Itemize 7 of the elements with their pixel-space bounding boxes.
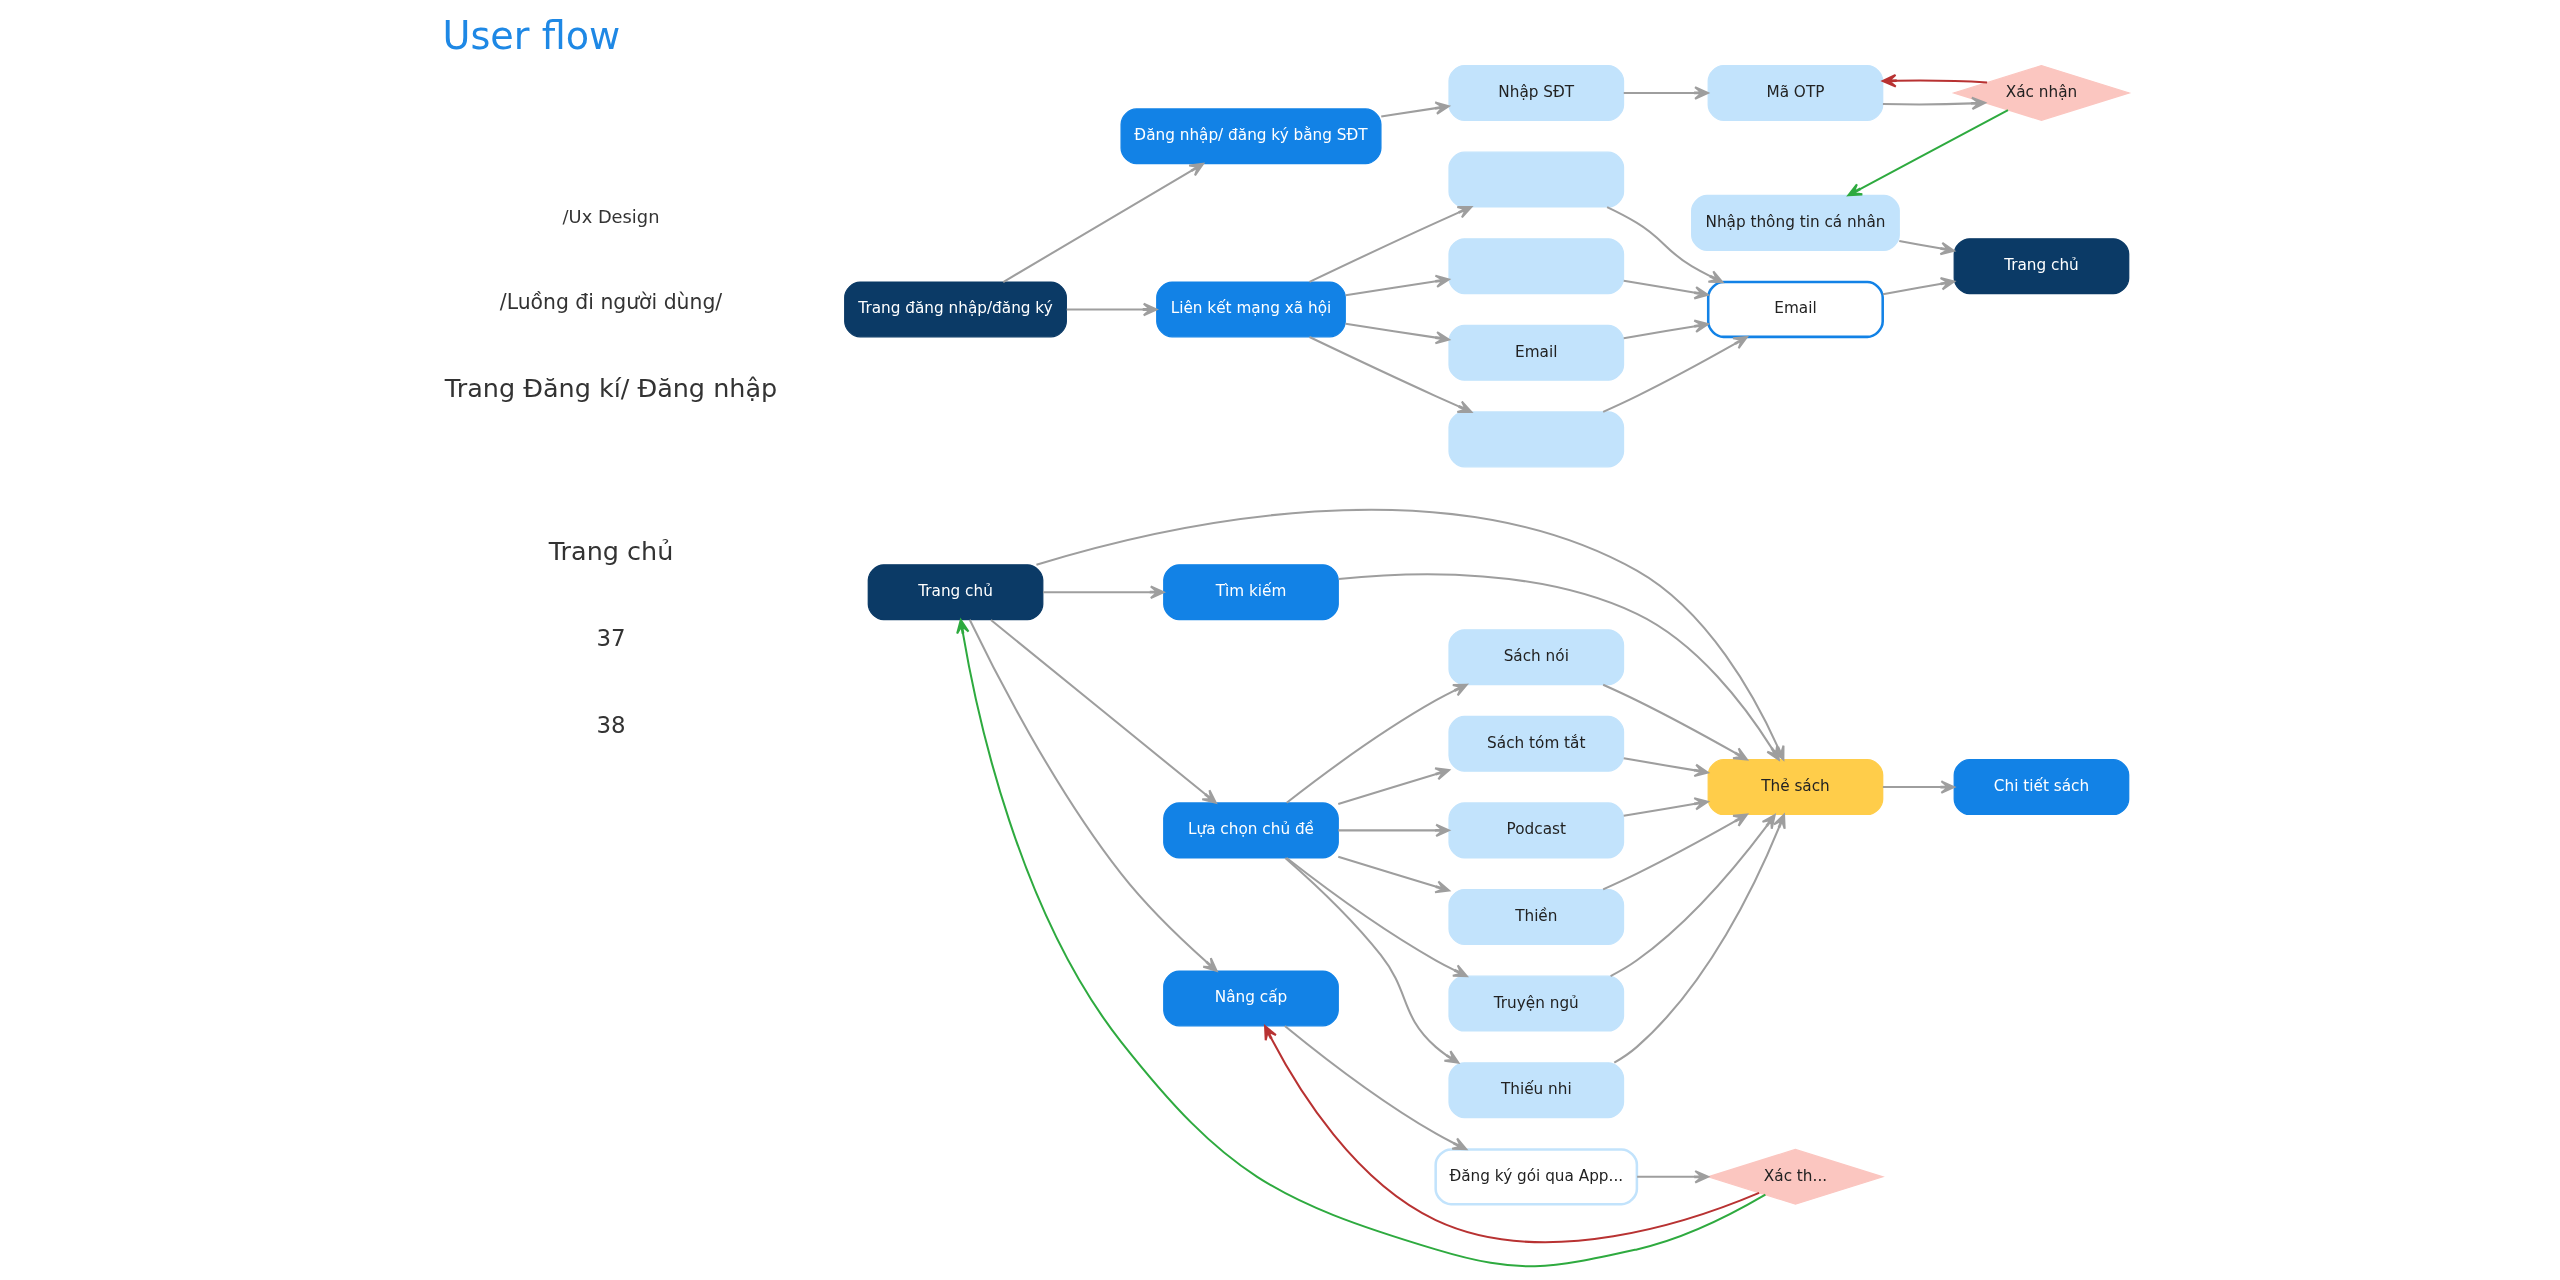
- diagram-title: User flow: [442, 14, 620, 59]
- label: /Ux Design: [562, 205, 659, 227]
- label: 37: [595, 625, 626, 652]
- label: /Luồng đi người dùng/: [499, 290, 722, 315]
- label: 38: [595, 711, 626, 738]
- label: Trang chủ: [548, 536, 673, 567]
- label: Trang Đăng kí/ Đăng nhập: [444, 373, 777, 404]
